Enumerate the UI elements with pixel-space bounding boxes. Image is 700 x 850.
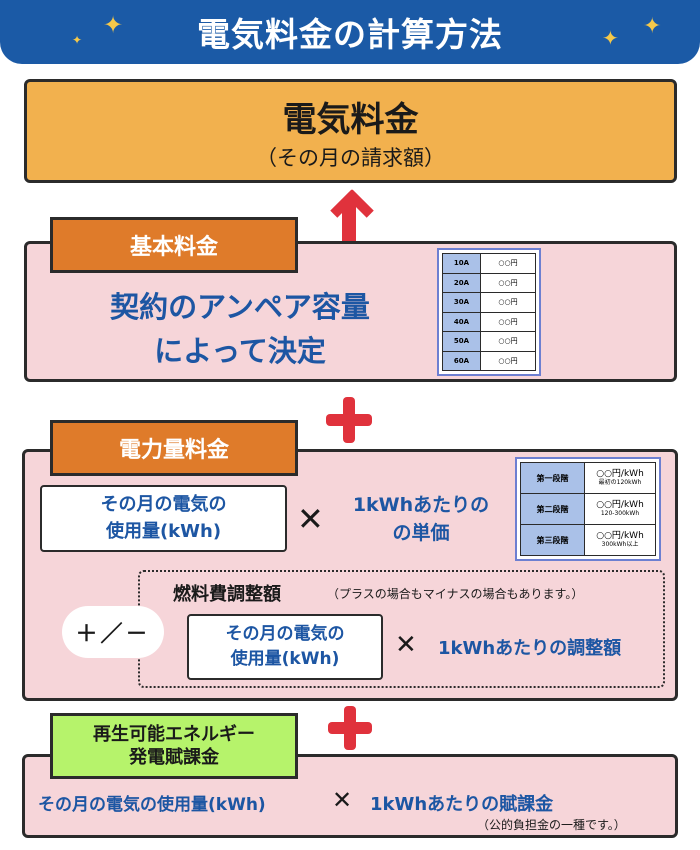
basic-fee-line1: 契約のアンペア容量 bbox=[110, 290, 370, 324]
fuel-adjust-title: 燃料費調整額 bbox=[173, 584, 281, 605]
tier-price: ○○円/kWh bbox=[596, 531, 644, 542]
unit-price-text: 1kWhあたりの の単価 bbox=[336, 492, 506, 547]
plus-icon-vertical bbox=[344, 706, 356, 750]
renewable-unit-text: 1kWhあたりの賦課金 bbox=[370, 794, 554, 815]
tier-note: 300kWh以上 bbox=[601, 540, 639, 548]
tier-label: 第一段階 bbox=[520, 462, 585, 494]
fuel-usage-line2: 使用量(kWh) bbox=[230, 649, 340, 669]
tier-price: ○○円/kWh bbox=[596, 500, 644, 511]
header-bar bbox=[0, 0, 700, 64]
energy-fee-tab: 電力量料金 bbox=[50, 420, 298, 476]
fuel-adjust-note: （プラスの場合もマイナスの場合もあります。） bbox=[327, 587, 584, 601]
amp-row: 30A○○円 bbox=[442, 292, 536, 313]
amp-label: 40A bbox=[442, 311, 481, 332]
multiply-icon: ✕ bbox=[332, 786, 353, 814]
up-arrow-icon bbox=[342, 200, 356, 242]
usage-line2: 使用量(kWh) bbox=[105, 520, 222, 542]
amp-label: 50A bbox=[442, 331, 481, 352]
fuel-unit-text: 1kWhあたりの調整額 bbox=[438, 638, 622, 659]
renewable-usage-text: その月の電気の使用量(kWh) bbox=[38, 795, 266, 815]
tier-note: 120-300kWh bbox=[600, 509, 640, 517]
result-subtitle: （その月の請求額） bbox=[256, 146, 445, 170]
amp-row: 50A○○円 bbox=[442, 331, 536, 352]
tier-price: ○○円/kWh bbox=[596, 469, 644, 480]
basic-fee-tab: 基本料金 bbox=[50, 217, 298, 273]
result-title: 電気料金 bbox=[282, 100, 419, 140]
fuel-usage-line1: その月の電気の bbox=[225, 624, 345, 645]
plus-minus-badge: ＋／－ bbox=[62, 606, 164, 658]
page-title: 電気料金の計算方法 bbox=[197, 15, 503, 54]
amp-row: 20A○○円 bbox=[442, 272, 536, 293]
renewable-note: （公的負担金の一種です。） bbox=[477, 818, 626, 832]
sparkle-icon: ✦ bbox=[602, 26, 619, 50]
amp-row: 40A○○円 bbox=[442, 311, 536, 332]
amp-label: 30A bbox=[442, 292, 481, 313]
renewable-tab: 再生可能エネルギー 発電賦課金 bbox=[50, 713, 298, 779]
amp-label: 20A bbox=[442, 272, 481, 293]
multiply-icon: ✕ bbox=[395, 630, 417, 660]
tier-label: 第二段階 bbox=[520, 493, 585, 525]
sparkle-icon: ✦ bbox=[103, 11, 124, 39]
usage-line1: その月の電気の bbox=[100, 494, 227, 516]
amp-row: 10A○○円 bbox=[442, 253, 536, 274]
amp-price: ○○円 bbox=[480, 331, 536, 352]
sparkle-icon: ✦ bbox=[72, 33, 83, 47]
amp-price: ○○円 bbox=[480, 292, 536, 313]
usage-box: その月の電気の 使用量(kWh) bbox=[40, 485, 287, 552]
tier-label: 第三段階 bbox=[520, 524, 585, 556]
multiply-icon: ✕ bbox=[297, 500, 324, 538]
fuel-usage-box: その月の電気の 使用量(kWh) bbox=[187, 614, 383, 680]
renewable-tab-line1: 再生可能エネルギー bbox=[93, 723, 255, 745]
plus-icon-vertical bbox=[343, 397, 355, 443]
unit-price-line2: の単価 bbox=[392, 521, 450, 544]
unit-price-line1: 1kWhあたりの bbox=[352, 494, 490, 516]
tier-note: 最初の120kWh bbox=[598, 478, 642, 486]
basic-fee-line2: によって決定 bbox=[154, 334, 326, 368]
result-box: 電気料金 （その月の請求額） bbox=[24, 79, 677, 183]
amp-price: ○○円 bbox=[480, 253, 536, 274]
renewable-tab-line2: 発電賦課金 bbox=[129, 747, 219, 768]
amp-price: ○○円 bbox=[480, 350, 536, 371]
amp-price: ○○円 bbox=[480, 311, 536, 332]
amp-label: 60A bbox=[442, 350, 481, 371]
amp-price: ○○円 bbox=[480, 272, 536, 293]
amp-label: 10A bbox=[442, 253, 481, 274]
amp-row: 60A○○円 bbox=[442, 350, 536, 371]
sparkle-icon: ✦ bbox=[643, 14, 662, 39]
